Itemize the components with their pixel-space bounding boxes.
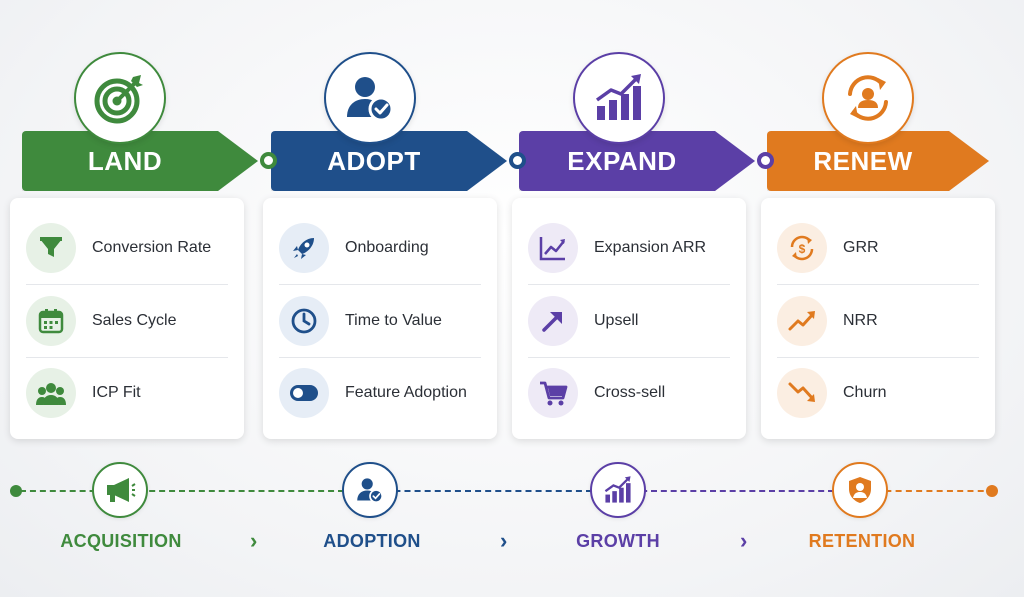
land-banner: LAND <box>22 131 258 191</box>
metric-row: $ GRR <box>761 212 995 284</box>
timeline-segment-acquisition <box>20 490 344 492</box>
line-chart-icon <box>528 223 578 273</box>
divider <box>528 284 730 285</box>
toggle-icon <box>279 368 329 418</box>
users-group-icon <box>26 368 76 418</box>
chevron-right-icon: › <box>500 528 508 553</box>
divider <box>26 357 228 358</box>
arrow-up-right-icon <box>528 296 578 346</box>
metric-row: Upsell <box>512 285 746 357</box>
metric-row: ICP Fit <box>10 357 244 429</box>
metric-row: Expansion ARR <box>512 212 746 284</box>
adopt-banner: ADOPT <box>271 131 507 191</box>
timeline-label-growth: GROWTH <box>576 531 660 551</box>
renew-stage-icon-badge <box>822 52 914 144</box>
timeline-label-acquisition: ACQUISITION <box>60 531 182 551</box>
metric-label: Onboarding <box>345 239 429 256</box>
metric-row: Conversion Rate <box>10 212 244 284</box>
growth-badge <box>590 462 646 518</box>
svg-text:$: $ <box>799 242 806 256</box>
metric-row: Cross-sell <box>512 357 746 429</box>
metric-label: NRR <box>843 312 878 329</box>
user-cycle-icon <box>848 75 888 121</box>
connector-dot-adopt-expand <box>509 152 526 169</box>
megaphone-icon <box>107 478 136 502</box>
cart-icon <box>528 368 578 418</box>
timeline-segment-retention <box>834 490 994 492</box>
divider <box>26 284 228 285</box>
trend-up-icon <box>777 296 827 346</box>
metric-label: Sales Cycle <box>92 312 177 329</box>
expand-metrics-card: Expansion ARR Upsell Cross-sell <box>512 198 746 439</box>
connector-dot-expand-renew <box>757 152 774 169</box>
metric-label: Feature Adoption <box>345 384 467 401</box>
timeline-segment-growth <box>592 490 834 492</box>
divider <box>528 357 730 358</box>
adopt-title: ADOPT <box>327 145 421 176</box>
chevron-right-icon: › <box>250 528 258 553</box>
metric-row: Time to Value <box>263 285 497 357</box>
divider <box>279 284 481 285</box>
adoption-badge <box>342 462 398 518</box>
funnel-icon <box>26 223 76 273</box>
timeline-start-dot <box>10 485 22 497</box>
dollar-cycle-icon: $ <box>777 223 827 273</box>
metric-row: Sales Cycle <box>10 285 244 357</box>
bar-chart-up-icon <box>604 476 631 503</box>
timeline-segment-adoption <box>344 490 592 492</box>
user-check-icon <box>357 478 384 504</box>
metric-row: NRR <box>761 285 995 357</box>
renew-metrics-card: $ GRR NRR Churn <box>761 198 995 439</box>
expand-banner: EXPAND <box>519 131 755 191</box>
rocket-icon <box>279 223 329 273</box>
expand-stage-icon-badge <box>573 52 665 144</box>
connector-dot-land-adopt <box>260 152 277 169</box>
divider <box>777 357 979 358</box>
metric-row: Feature Adoption <box>263 357 497 429</box>
timeline-end-dot <box>986 485 998 497</box>
acquisition-badge <box>92 462 148 518</box>
renew-title: RENEW <box>813 145 913 176</box>
divider <box>777 284 979 285</box>
metric-label: Expansion ARR <box>594 239 707 256</box>
land-stage-icon-badge <box>74 52 166 144</box>
metric-label: Conversion Rate <box>92 239 212 256</box>
retention-badge <box>832 462 888 518</box>
divider <box>279 357 481 358</box>
adopt-stage-icon-badge <box>324 52 416 144</box>
user-check-icon <box>347 77 394 122</box>
clock-icon <box>279 296 329 346</box>
expand-title: EXPAND <box>567 145 677 176</box>
metric-label: GRR <box>843 239 879 256</box>
bar-chart-up-icon <box>595 74 641 120</box>
metric-row: Churn <box>761 357 995 429</box>
metric-label: Churn <box>843 384 887 401</box>
land-title: LAND <box>87 145 163 176</box>
metric-row: Onboarding <box>263 212 497 284</box>
metric-label: ICP Fit <box>92 384 141 401</box>
timeline-label-adoption: ADOPTION <box>323 531 421 551</box>
trend-down-icon <box>777 368 827 418</box>
target-icon <box>94 75 143 124</box>
metric-label: Upsell <box>594 312 639 329</box>
land-metrics-card: Conversion Rate Sales Cycle ICP Fit <box>10 198 244 439</box>
calendar-icon <box>26 296 76 346</box>
metric-label: Time to Value <box>345 312 442 329</box>
chevron-right-icon: › <box>740 528 748 553</box>
timeline-label-retention: RETENTION <box>808 531 916 551</box>
shield-user-icon <box>849 477 871 503</box>
adopt-metrics-card: Onboarding Time to Value Feature Adoptio… <box>263 198 497 439</box>
metric-label: Cross-sell <box>594 384 666 401</box>
